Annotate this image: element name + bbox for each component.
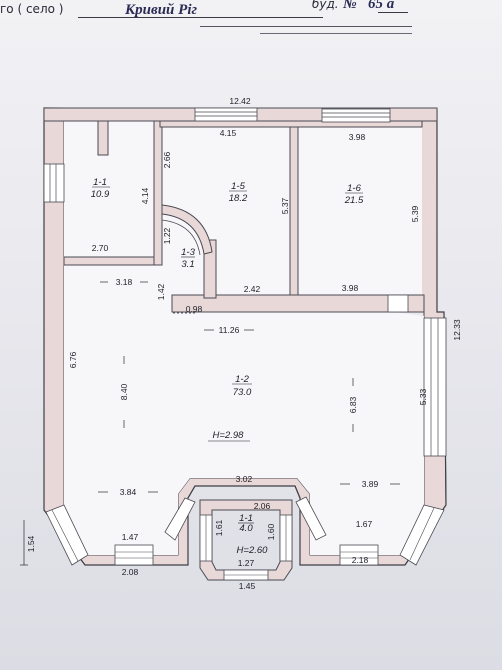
room-label-1-2: 1-2 73.0	[232, 374, 252, 398]
dim-r15-bottom: 2.42	[244, 284, 261, 294]
room-label-1-1: 1-1 4.0	[238, 513, 254, 534]
dim-hall-right: 6.83	[348, 396, 358, 413]
room-area-1-3: 3.1	[181, 259, 194, 270]
dim-hall-top: 3.18	[116, 277, 133, 287]
dim-hall-width: 11.26	[219, 325, 240, 335]
window-bottom-left-diag	[45, 504, 89, 566]
room-id-1-4: 1-1	[93, 177, 107, 188]
room-area-1-1: 4.0	[239, 523, 253, 534]
door-1-6	[387, 294, 409, 313]
wall-1-2-top	[159, 120, 423, 128]
window-bottom-right-diag	[399, 504, 445, 566]
wall-1-4-right	[153, 120, 163, 266]
header-underline-right	[378, 12, 408, 13]
room-1-6-floor	[298, 127, 422, 295]
dim-r16-bottom: 3.98	[342, 283, 359, 293]
window-bay-bottom	[223, 569, 269, 581]
dim-r15-right: 5.37	[280, 197, 290, 214]
room-1-4-floor	[64, 121, 154, 257]
building-number: 65 а	[368, 0, 395, 12]
dim-right-low: 5.33	[418, 388, 428, 405]
dim-r15-left: 2.66	[162, 151, 172, 168]
dim-window-right-outer: 2.18	[352, 555, 369, 565]
dim-bay-right: 1.60	[266, 523, 276, 540]
wall-1-5-1-6	[289, 121, 299, 296]
dim-bay-bottom: 1.27	[238, 558, 255, 568]
bay-1-1-walls	[199, 499, 293, 581]
dim-r14-bottom: 2.70	[92, 243, 109, 253]
dim-window-left-outer: 2.08	[122, 567, 139, 577]
window-top-left	[194, 107, 258, 122]
dim-r14-height: 4.14	[140, 187, 150, 204]
wall-notch-1-4	[97, 120, 109, 156]
room-label-1-3: 1-3 3.1	[181, 247, 196, 270]
window-bottom-right-diag2	[295, 496, 327, 541]
room-area-1-2: 73.0	[233, 387, 252, 398]
dim-bay-outer: 1.45	[239, 581, 256, 591]
settlement-label: го ( село )	[0, 2, 64, 16]
room-area-1-6: 21.5	[344, 195, 364, 206]
dim-right-total: 12.33	[452, 319, 462, 341]
room-id-1-1: 1-1	[239, 513, 253, 524]
room-id-1-2: 1-2	[235, 374, 249, 385]
dim-r13-3: 0.98	[186, 304, 203, 314]
room-area-1-4: 10.9	[91, 189, 110, 200]
header-underline-left	[78, 17, 323, 18]
dim-window-right-inner: 1.67	[356, 519, 373, 529]
room-id-1-5: 1-5	[231, 181, 245, 192]
number-sign: №	[343, 0, 357, 12]
dim-hall-left: 8.40	[119, 383, 129, 400]
window-bottom-right	[339, 544, 379, 566]
city-name: Кривий Ріг	[125, 2, 198, 18]
room-label-1-6: 1-6 21.5	[344, 183, 364, 206]
dim-left-low: 1.54	[26, 535, 36, 552]
window-left	[43, 163, 65, 203]
header-rule-bottom	[260, 33, 412, 34]
building-label: буд.	[312, 0, 339, 11]
dim-hall-bottom-right: 3.89	[362, 479, 379, 489]
dim-top-total: 12.42	[229, 96, 251, 106]
dim-r13-1: 1.22	[162, 227, 172, 244]
dim-hall-bottom-left: 3.84	[120, 487, 137, 497]
dim-left-wall: 6.76	[68, 351, 78, 368]
dim-bay-top: 3.02	[236, 474, 253, 484]
room-label-1-5: 1-5 18.2	[229, 181, 248, 204]
window-right	[423, 317, 447, 457]
room-id-1-6: 1-6	[347, 183, 361, 194]
wall-1-3-curve-inner	[161, 219, 201, 256]
room-area-1-5: 18.2	[229, 193, 248, 204]
dim-r15-top: 4.15	[220, 128, 237, 138]
wall-1-3-right	[203, 239, 217, 299]
dim-r16-top: 3.98	[349, 132, 366, 142]
window-bay-right	[279, 514, 293, 562]
header-rule-top	[200, 26, 412, 27]
dim-r13-2: 1.42	[156, 283, 166, 300]
wall-1-4-bottom	[63, 256, 157, 266]
room-id-1-3: 1-3	[181, 247, 195, 258]
window-bay-left	[199, 514, 213, 562]
dim-r16-right: 5.39	[410, 205, 420, 222]
dim-bay-left: 1.61	[214, 519, 224, 536]
dim-window-left-inner: 1.47	[122, 532, 139, 542]
hall-top-floor	[64, 265, 172, 312]
hall-floor	[64, 268, 424, 555]
wall-rooms-bottom	[171, 294, 425, 313]
window-bottom-left	[114, 544, 154, 566]
window-bottom-left-diag2	[164, 497, 196, 541]
document-header: го ( село ) Кривий Ріг буд. № 65 а	[0, 0, 502, 40]
height-bay: H=2.60	[237, 545, 269, 556]
window-top-right	[321, 108, 391, 123]
dimension-leaders	[20, 281, 400, 566]
dim-bay-inner-top: 2.06	[254, 501, 271, 511]
height-main: H=2.98	[213, 430, 245, 441]
room-label-1-4: 1-1 10.9	[91, 177, 110, 200]
wall-1-3-curve	[161, 204, 213, 255]
